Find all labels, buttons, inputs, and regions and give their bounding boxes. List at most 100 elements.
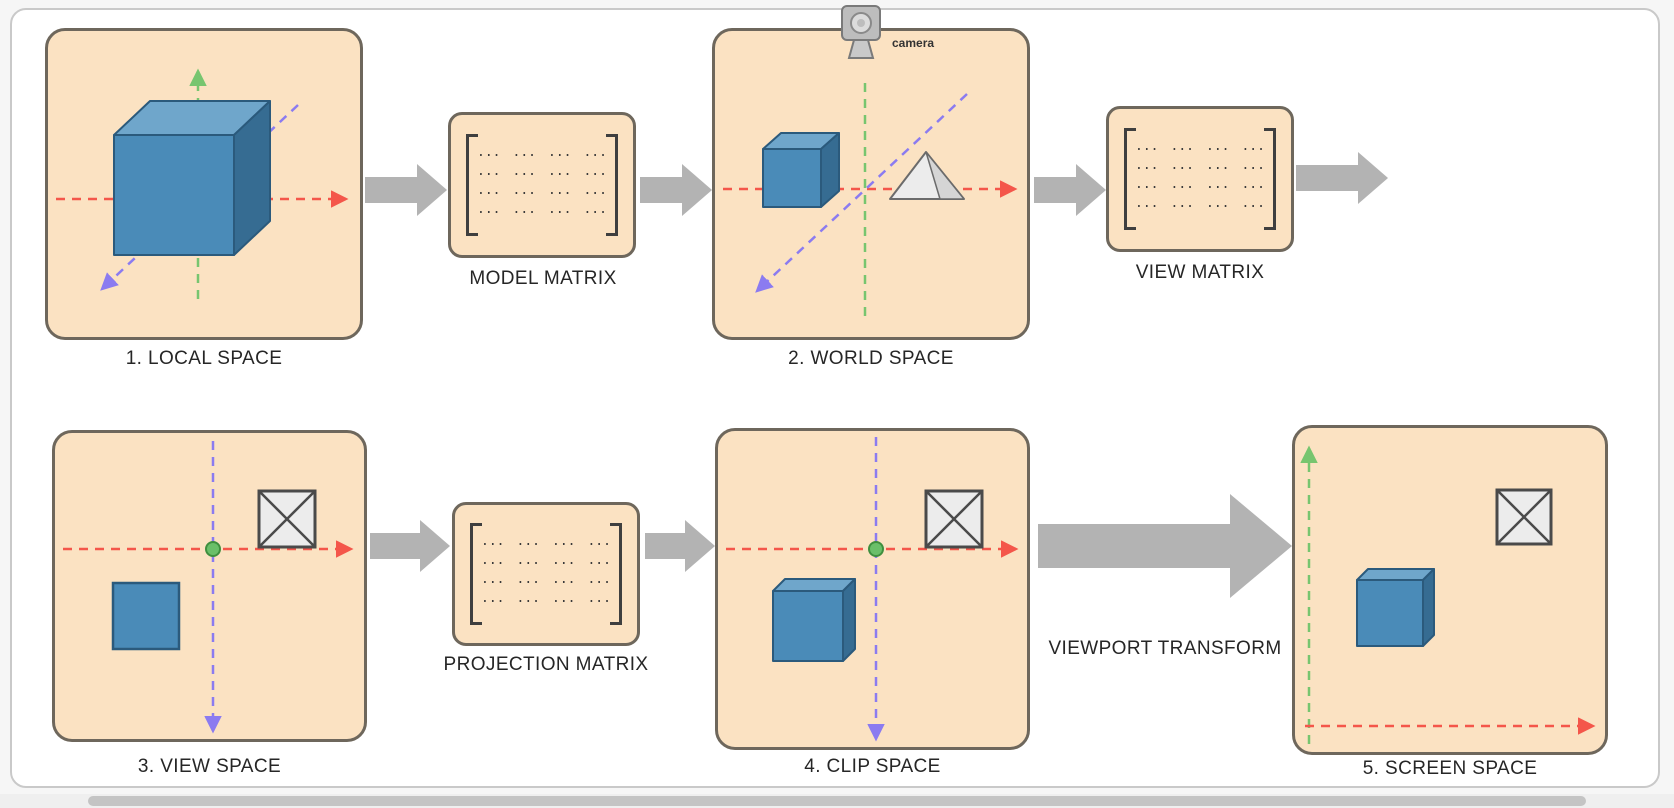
matrix-cell: ··· [477, 186, 501, 202]
clip-space-panel [715, 428, 1030, 750]
texture-quad-diagonal [925, 490, 983, 548]
matrix-cell: ··· [583, 205, 607, 221]
view-matrix-label: VIEW MATRIX [1135, 262, 1265, 283]
camera-lens-center [857, 19, 865, 27]
cube-side-face [1422, 568, 1435, 647]
cube-3d-icon [113, 100, 271, 256]
matrix-cell: ··· [1170, 180, 1194, 196]
cube-side-face [842, 578, 856, 662]
arrow-head [420, 520, 450, 572]
projection-matrix-box: ··· ··· ··· ··· ··· ··· ··· ··· ··· ··· ··· ··· ··· ·… [452, 502, 640, 646]
arrow-body [370, 533, 420, 559]
matrix-cell: ··· [481, 537, 505, 553]
matrix-cell: ··· [587, 575, 611, 591]
matrix-cell: ··· [1206, 142, 1230, 158]
arrow-body [1296, 165, 1358, 191]
arrow-head [1076, 164, 1106, 216]
local-space-panel [45, 28, 363, 340]
texture-quad-icon [924, 489, 984, 549]
horizontal-scrollbar-thumb[interactable] [88, 796, 1586, 806]
pyramid-shaded-face [925, 151, 965, 200]
matrix-cell: ··· [516, 594, 540, 610]
world-space-canvas [723, 83, 1018, 319]
matrix-cell: ··· [516, 575, 540, 591]
matrix-cell: ··· [548, 167, 572, 183]
matrix-cell: ··· [548, 148, 572, 164]
matrix-cell: ··· [1241, 161, 1265, 177]
matrix-cell: ··· [1241, 199, 1265, 215]
model-matrix-label: MODEL MATRIX [469, 268, 617, 289]
matrix-cell: ··· [481, 594, 505, 610]
local-space-canvas [56, 68, 349, 299]
matrix-cell: ··· [1170, 199, 1194, 215]
arrow-viewport-transform [1038, 494, 1292, 598]
matrix-cell: ··· [1241, 142, 1265, 158]
camera-label: camera [892, 36, 935, 50]
matrix-cell: ··· [512, 186, 536, 202]
texture-quad-icon [1495, 488, 1553, 546]
matrix-cell: ··· [552, 594, 576, 610]
arrow-head [417, 164, 447, 216]
matrix-bracket-right [610, 523, 622, 625]
matrix-cell: ··· [1206, 161, 1230, 177]
matrix-cell: ··· [587, 556, 611, 572]
matrix-cell: ··· [1135, 180, 1159, 196]
matrix-cell: ··· [481, 556, 505, 572]
arrow-head [682, 164, 712, 216]
matrix-cell: ··· [1135, 142, 1159, 158]
arrow-model-to-world [640, 164, 712, 216]
arrow-projection-to-clip [645, 520, 715, 572]
matrix-cell: ··· [552, 537, 576, 553]
matrix-cell: ··· [587, 594, 611, 610]
camera-stand [847, 39, 875, 59]
projection-matrix-label: PROJECTION MATRIX [443, 654, 649, 675]
stage-label-world-space: 2. WORLD SPACE [788, 348, 954, 369]
matrix-bracket-right [606, 134, 618, 236]
matrix-dots-grid: ··· ··· ··· ··· ··· ··· ··· ··· ··· ··· ··· ··· ··· ·… [1135, 142, 1265, 215]
arrow-local-to-model [365, 164, 447, 216]
arrow-body [640, 177, 682, 203]
cube-front-face [772, 590, 844, 662]
cube-front-face [113, 134, 235, 256]
matrix-cell: ··· [512, 205, 536, 221]
matrix-bracket-left [470, 523, 482, 625]
matrix-cell: ··· [1170, 142, 1194, 158]
matrix-cell: ··· [477, 167, 501, 183]
matrix-cell: ··· [512, 148, 536, 164]
arrow-body [645, 533, 685, 559]
matrix-cell: ··· [552, 575, 576, 591]
small-cube-3d-icon [762, 132, 840, 208]
view-matrix-box: ··· ··· ··· ··· ··· ··· ··· ··· ··· ··· ··· ··· ··· ·… [1106, 106, 1294, 252]
stage-label-local-space: 1. LOCAL SPACE [125, 348, 283, 369]
view-space-panel [52, 430, 367, 742]
cube-top-face [772, 578, 856, 592]
matrix-dots-grid: ··· ··· ··· ··· ··· ··· ··· ··· ··· ··· ··· ··· ··· ·… [481, 537, 611, 610]
matrix-cell: ··· [1135, 161, 1159, 177]
cube-3d-icon [772, 578, 856, 662]
matrix-cell: ··· [481, 575, 505, 591]
matrix-cell: ··· [1206, 199, 1230, 215]
matrix-cell: ··· [477, 205, 501, 221]
matrix-cell: ··· [1170, 161, 1194, 177]
screen-space-panel [1292, 425, 1608, 755]
matrix-cell: ··· [1241, 180, 1265, 196]
pyramid-icon [889, 151, 965, 200]
matrix-cell: ··· [583, 186, 607, 202]
stage-label-screen-space: 5. SCREEN SPACE [1362, 758, 1538, 779]
arrow-body [1034, 177, 1076, 203]
matrix-cell: ··· [1206, 180, 1230, 196]
arrow-head [1358, 152, 1388, 204]
matrix-cell: ··· [587, 537, 611, 553]
stage-label-clip-space: 4. CLIP SPACE [804, 756, 941, 777]
arrow-head [685, 520, 715, 572]
matrix-cell: ··· [516, 537, 540, 553]
matrix-cell: ··· [477, 148, 501, 164]
matrix-cell: ··· [1135, 199, 1159, 215]
clip-space-canvas [726, 437, 1019, 742]
matrix-cell: ··· [583, 148, 607, 164]
arrow-view-to-projection [370, 520, 450, 572]
origin-dot [205, 541, 221, 557]
cube-3d-icon [1356, 568, 1435, 647]
matrix-bracket-right [1264, 128, 1276, 230]
